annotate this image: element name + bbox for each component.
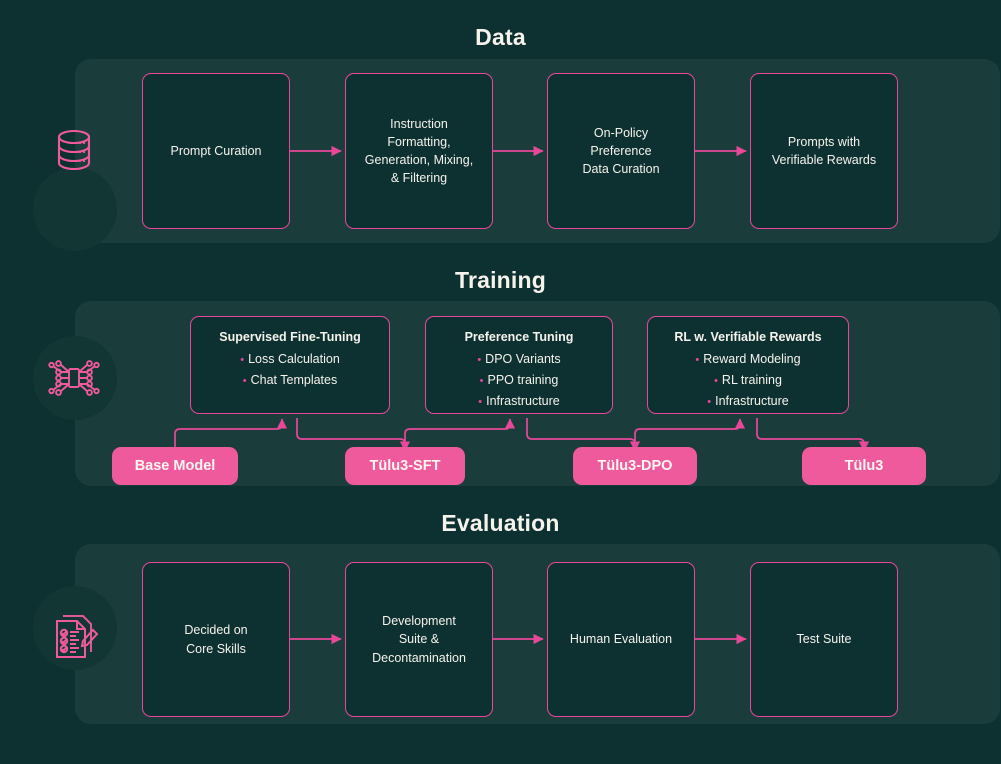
training-bullet-label: Infrastructure xyxy=(715,393,789,408)
training-bullet-label: PPO training xyxy=(487,372,559,387)
data-step-box[interactable]: Prompts with Verifiable Rewards xyxy=(750,73,898,229)
eval-step-box[interactable]: Human Evaluation xyxy=(547,562,695,717)
section-title-data: Data xyxy=(475,24,526,50)
bullet-dot-icon: • xyxy=(477,354,482,366)
training-bullet: •Chat Templates xyxy=(199,370,381,391)
training-bullet: •Infrastructure xyxy=(656,391,840,412)
panel-notch-data xyxy=(33,167,117,251)
panel-notch-training xyxy=(33,336,117,420)
data-step-box[interactable]: Instruction Formatting, Generation, Mixi… xyxy=(345,73,493,229)
bullet-dot-icon: • xyxy=(707,395,712,408)
bullet-dot-icon: • xyxy=(714,374,718,387)
training-bullet-label: Infrastructure xyxy=(486,393,560,408)
eval-step-box[interactable]: Test Suite xyxy=(750,562,898,717)
data-step-box[interactable]: Prompt Curation xyxy=(142,73,290,229)
training-stage-heading: Supervised Fine-Tuning xyxy=(219,330,361,344)
model-pill-base-model[interactable]: Base Model xyxy=(112,447,238,485)
training-stage-box[interactable]: RL w. Verifiable Rewards •Reward Modelin… xyxy=(647,316,849,414)
training-stage-heading: RL w. Verifiable Rewards xyxy=(674,330,822,344)
training-stage-box[interactable]: Preference Tuning •DPO Variants •PPO tra… xyxy=(425,316,613,414)
training-stage-heading: Preference Tuning xyxy=(464,330,574,344)
training-stage-bullets: •Reward Modeling •RL training •Infrastru… xyxy=(656,349,840,411)
training-bullet-label: Loss Calculation xyxy=(248,352,340,366)
model-pill-tulu3[interactable]: Tülu3 xyxy=(802,447,926,485)
bullet-dot-icon: • xyxy=(478,395,483,408)
model-pill-tulu3-sft[interactable]: Tülu3-SFT xyxy=(345,447,465,485)
bullet-dot-icon: • xyxy=(240,354,245,366)
training-bullet-label: Reward Modeling xyxy=(703,352,801,366)
bullet-dot-icon: • xyxy=(242,374,247,387)
training-bullet: •RL training xyxy=(656,370,840,391)
training-stage-bullets: •DPO Variants •PPO training •Infrastruct… xyxy=(434,349,604,411)
training-stage-bullets: •Loss Calculation •Chat Templates xyxy=(199,349,381,391)
model-pill-tulu3-dpo[interactable]: Tülu3-DPO xyxy=(573,447,697,485)
checklist-document-icon xyxy=(50,612,102,664)
training-bullet-label: Chat Templates xyxy=(250,372,338,387)
data-step-box[interactable]: On-Policy Preference Data Curation xyxy=(547,73,695,229)
database-icon xyxy=(48,124,100,176)
training-bullet: •Loss Calculation xyxy=(199,349,381,370)
eval-step-box[interactable]: Decided on Core Skills xyxy=(142,562,290,717)
training-bullet-label: DPO Variants xyxy=(485,352,561,366)
training-bullet: •PPO training xyxy=(434,370,604,391)
bullet-dot-icon: • xyxy=(479,374,484,387)
training-bullet: •Reward Modeling xyxy=(656,349,840,370)
training-stage-box[interactable]: Supervised Fine-Tuning •Loss Calculation… xyxy=(190,316,390,414)
training-bullet-label: RL training xyxy=(721,372,782,387)
section-title-training: Training xyxy=(454,267,547,293)
training-bullet: •Infrastructure xyxy=(434,391,604,412)
section-title-evaluation: Evaluation xyxy=(441,510,560,536)
bullet-dot-icon: • xyxy=(695,354,700,366)
neural-chip-icon xyxy=(48,352,100,404)
eval-step-box[interactable]: Development Suite & Decontamination xyxy=(345,562,493,717)
training-bullet: •DPO Variants xyxy=(434,349,604,370)
